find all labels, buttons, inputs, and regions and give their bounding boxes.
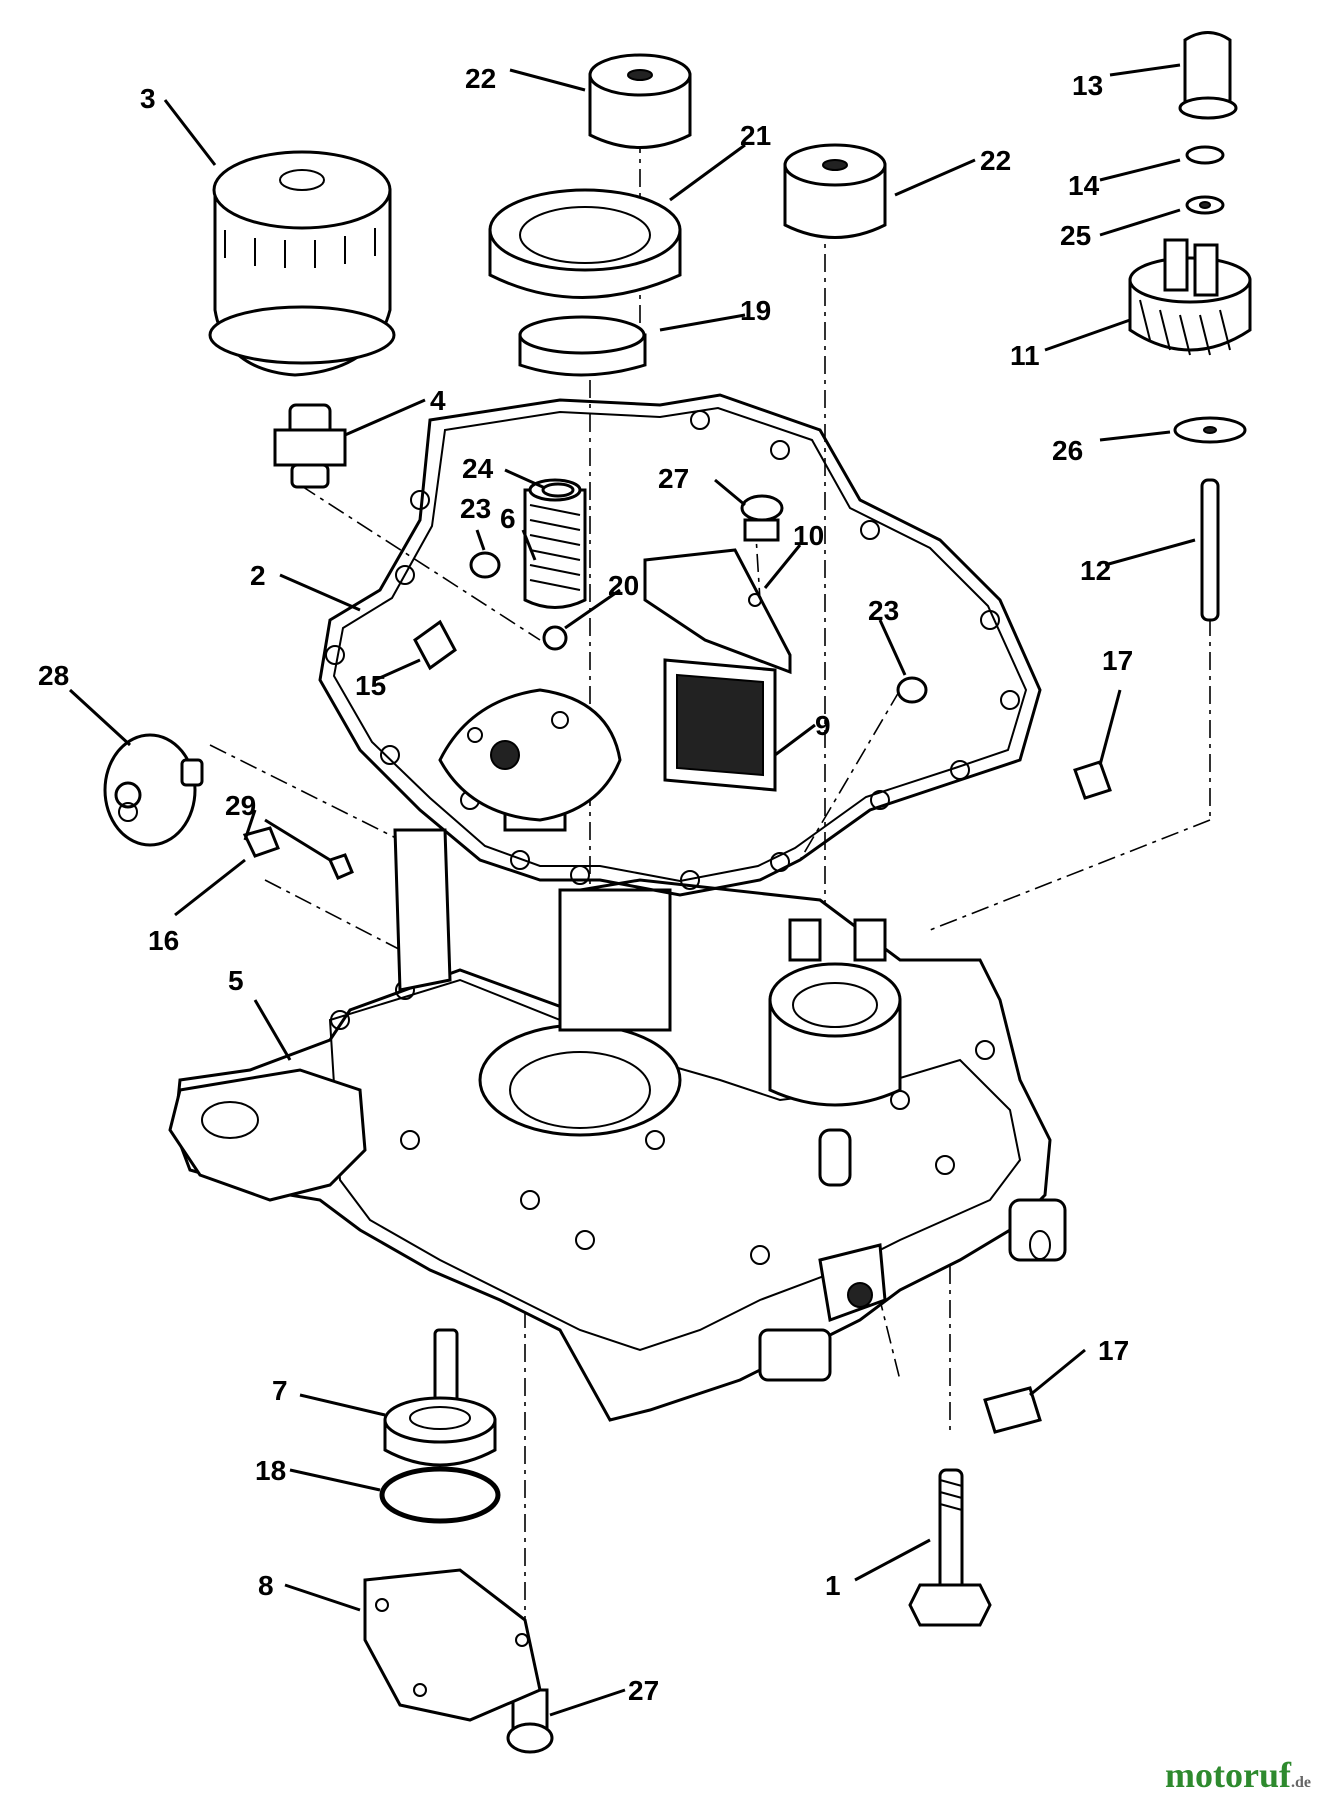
callout-14: 14 xyxy=(1068,170,1100,201)
callout-1: 1 xyxy=(825,1570,841,1601)
callout-8: 8 xyxy=(258,1570,274,1601)
callout-24: 24 xyxy=(462,453,494,484)
filter-nipple-fitting xyxy=(273,403,347,489)
callout-10: 10 xyxy=(793,520,824,551)
callout-13: 13 xyxy=(1072,70,1103,101)
pipe-plugs xyxy=(242,619,1112,1434)
oil-screen xyxy=(663,658,777,792)
callout-29: 29 xyxy=(225,790,256,821)
callout-12: 12 xyxy=(1080,555,1111,586)
callout-22-right: 22 xyxy=(980,145,1011,176)
baffle-plate xyxy=(643,548,792,675)
callout-23-right: 23 xyxy=(868,595,899,626)
pump-cover xyxy=(363,1568,542,1722)
hex-bolt xyxy=(908,1468,992,1627)
callout-3: 3 xyxy=(140,83,156,114)
callout-11: 11 xyxy=(1010,340,1040,371)
oil-pump-rotor xyxy=(383,1328,497,1467)
bearing-stack-left xyxy=(488,53,692,377)
o-ring xyxy=(379,1466,501,1524)
callout-2: 2 xyxy=(250,560,266,591)
oil-filter xyxy=(208,150,396,377)
callout-23-left: 23 xyxy=(460,493,491,524)
callout-18: 18 xyxy=(255,1455,286,1486)
callout-25: 25 xyxy=(1060,220,1091,251)
governor-gear-assembly xyxy=(1128,31,1252,622)
screws xyxy=(506,494,784,1754)
callout-22-left: 22 xyxy=(465,63,496,94)
callout-labels: 1 2 3 4 5 6 7 8 9 10 11 12 13 14 15 16 1… xyxy=(38,63,1133,1706)
leader-lines xyxy=(68,63,1196,1717)
callout-27-upper: 27 xyxy=(658,463,689,494)
watermark-name: motoruf xyxy=(1165,1755,1291,1795)
callout-17-lower: 17 xyxy=(1098,1335,1129,1366)
callout-9: 9 xyxy=(815,710,831,741)
callout-4: 4 xyxy=(430,385,446,416)
callout-19: 19 xyxy=(740,295,771,326)
callout-17-upper: 17 xyxy=(1102,645,1133,676)
bearing-right xyxy=(783,143,887,239)
oil-pan-housing xyxy=(168,788,1067,1422)
relief-valve-parts xyxy=(469,478,928,704)
site-watermark: motoruf.de xyxy=(1165,1754,1311,1796)
callout-20: 20 xyxy=(608,570,639,601)
callout-27-lower: 27 xyxy=(628,1675,659,1706)
watermark-suffix: .de xyxy=(1291,1774,1311,1791)
oil-pressure-switch xyxy=(103,733,204,847)
callout-7: 7 xyxy=(272,1375,288,1406)
callout-5: 5 xyxy=(228,965,244,996)
gasket xyxy=(318,393,1042,897)
gasket-bolt-holes xyxy=(325,410,1020,890)
callout-15: 15 xyxy=(355,670,386,701)
port-plate xyxy=(438,688,622,822)
callout-16: 16 xyxy=(148,925,179,956)
callout-21: 21 xyxy=(740,120,771,151)
callout-28: 28 xyxy=(38,660,69,691)
callout-26: 26 xyxy=(1052,435,1083,466)
callout-6: 6 xyxy=(500,503,516,534)
